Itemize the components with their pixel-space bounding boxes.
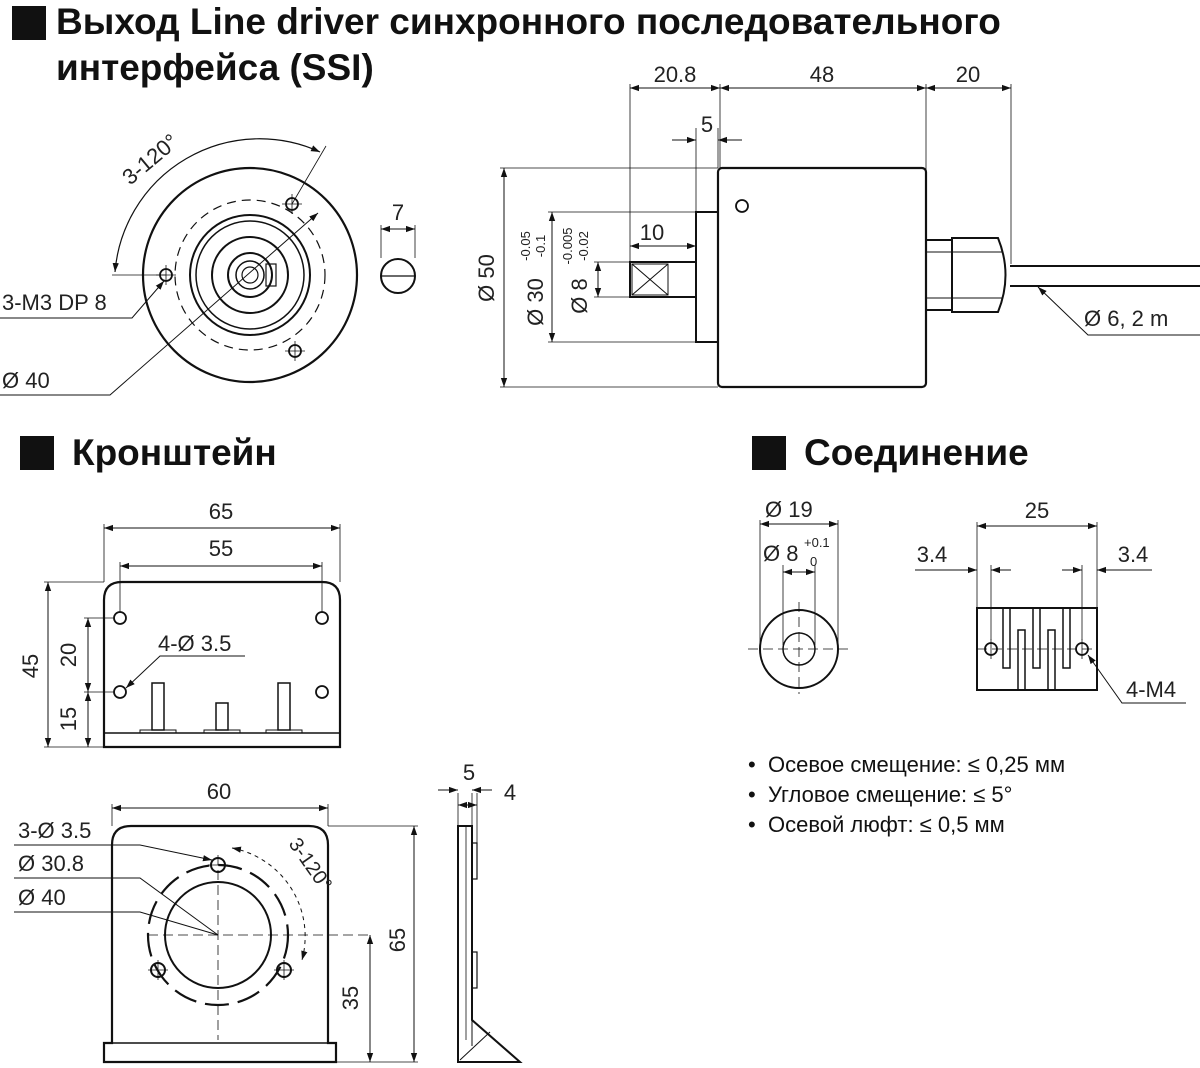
bracket-top-hole-height: 15 (56, 707, 81, 731)
bracket-top-view (44, 524, 342, 749)
bracket-top-height-total: 45 (18, 654, 43, 678)
coupling-length: 25 (1025, 498, 1049, 523)
bracket-front-dia-inner: Ø 30.8 (18, 851, 84, 876)
bracket-front-height: 65 (385, 928, 410, 952)
bracket-top-width-holes: 55 (209, 536, 233, 561)
coupling-specs: Осевое смещение: ≤ 0,25 мм Угловое смеще… (748, 750, 1065, 840)
bracket-top-holes-label: 4-Ø 3.5 (158, 631, 231, 656)
heading-marker-coupling (752, 436, 786, 470)
bracket-front-center-height: 35 (338, 986, 363, 1010)
heading-bracket: Кронштейн (72, 432, 277, 473)
encoder-len-a-label: 20.8 (654, 62, 697, 87)
heading-ssi-line1: Выход Line driver синхронного последоват… (56, 1, 1001, 42)
bracket-front-holes-label: 3-Ø 3.5 (18, 818, 91, 843)
encoder-pilot-dia-label: Ø 30 (523, 278, 548, 326)
encoder-flange-label: 5 (701, 112, 713, 137)
encoder-front-view (0, 138, 416, 396)
encoder-body-dia-label: Ø 50 (474, 254, 499, 302)
coupling-bore-dia: Ø 8 (763, 541, 798, 566)
bracket-side-view (438, 786, 523, 1063)
encoder-len-c-label: 20 (956, 62, 980, 87)
bracket-front-view (14, 804, 418, 1064)
coupling-bore-tol-lo: 0 (810, 554, 817, 569)
encoder-front-holes-label: 3-M3 DP 8 (2, 290, 107, 315)
heading-coupling: Соединение (804, 432, 1029, 473)
heading-marker-bracket (20, 436, 54, 470)
coupling-outer-dia: Ø 19 (765, 497, 813, 522)
encoder-cable-label: Ø 6, 2 m (1084, 306, 1168, 331)
bracket-side-a: 5 (463, 760, 475, 785)
coupling-side-view (915, 522, 1186, 704)
coupling-edge-right: 3.4 (1118, 542, 1149, 567)
encoder-shaft-dia-label: Ø 8 (567, 278, 592, 313)
coupling-bore-tol-up: +0.1 (804, 535, 830, 550)
encoder-shaft-tol-lo: -0.02 (576, 231, 591, 261)
bracket-top-width-outer: 65 (209, 499, 233, 524)
heading-ssi-line2: интерфейса (SSI) (56, 47, 374, 88)
spec-angular-offset: Угловое смещение: ≤ 5° (748, 780, 1065, 810)
encoder-pilot-tol-up: -0.05 (518, 231, 533, 261)
encoder-len-b-label: 48 (810, 62, 834, 87)
encoder-side-view (500, 84, 1200, 389)
bracket-front-dia-pcd: Ø 40 (18, 885, 66, 910)
encoder-pilot-tol-lo: -0.1 (533, 235, 548, 257)
spec-axial-play: Осевой люфт: ≤ 0,5 мм (748, 810, 1065, 840)
encoder-shaft-tol-up: -0.005 (560, 228, 575, 265)
bracket-top-hole-spacing: 20 (56, 643, 81, 667)
bracket-side-b: 4 (504, 780, 516, 805)
encoder-shaft-width-label: 7 (392, 200, 404, 225)
coupling-screws-label: 4-M4 (1126, 677, 1176, 702)
encoder-front-angle-label: 3-120° (117, 129, 183, 190)
spec-axial-offset: Осевое смещение: ≤ 0,25 мм (748, 750, 1065, 780)
heading-marker-ssi (12, 6, 46, 40)
encoder-front-pcd-label: Ø 40 (2, 368, 50, 393)
coupling-end-view (748, 520, 850, 694)
encoder-shaft-len-label: 10 (640, 220, 664, 245)
bracket-front-width: 60 (207, 779, 231, 804)
coupling-edge-left: 3.4 (917, 542, 948, 567)
